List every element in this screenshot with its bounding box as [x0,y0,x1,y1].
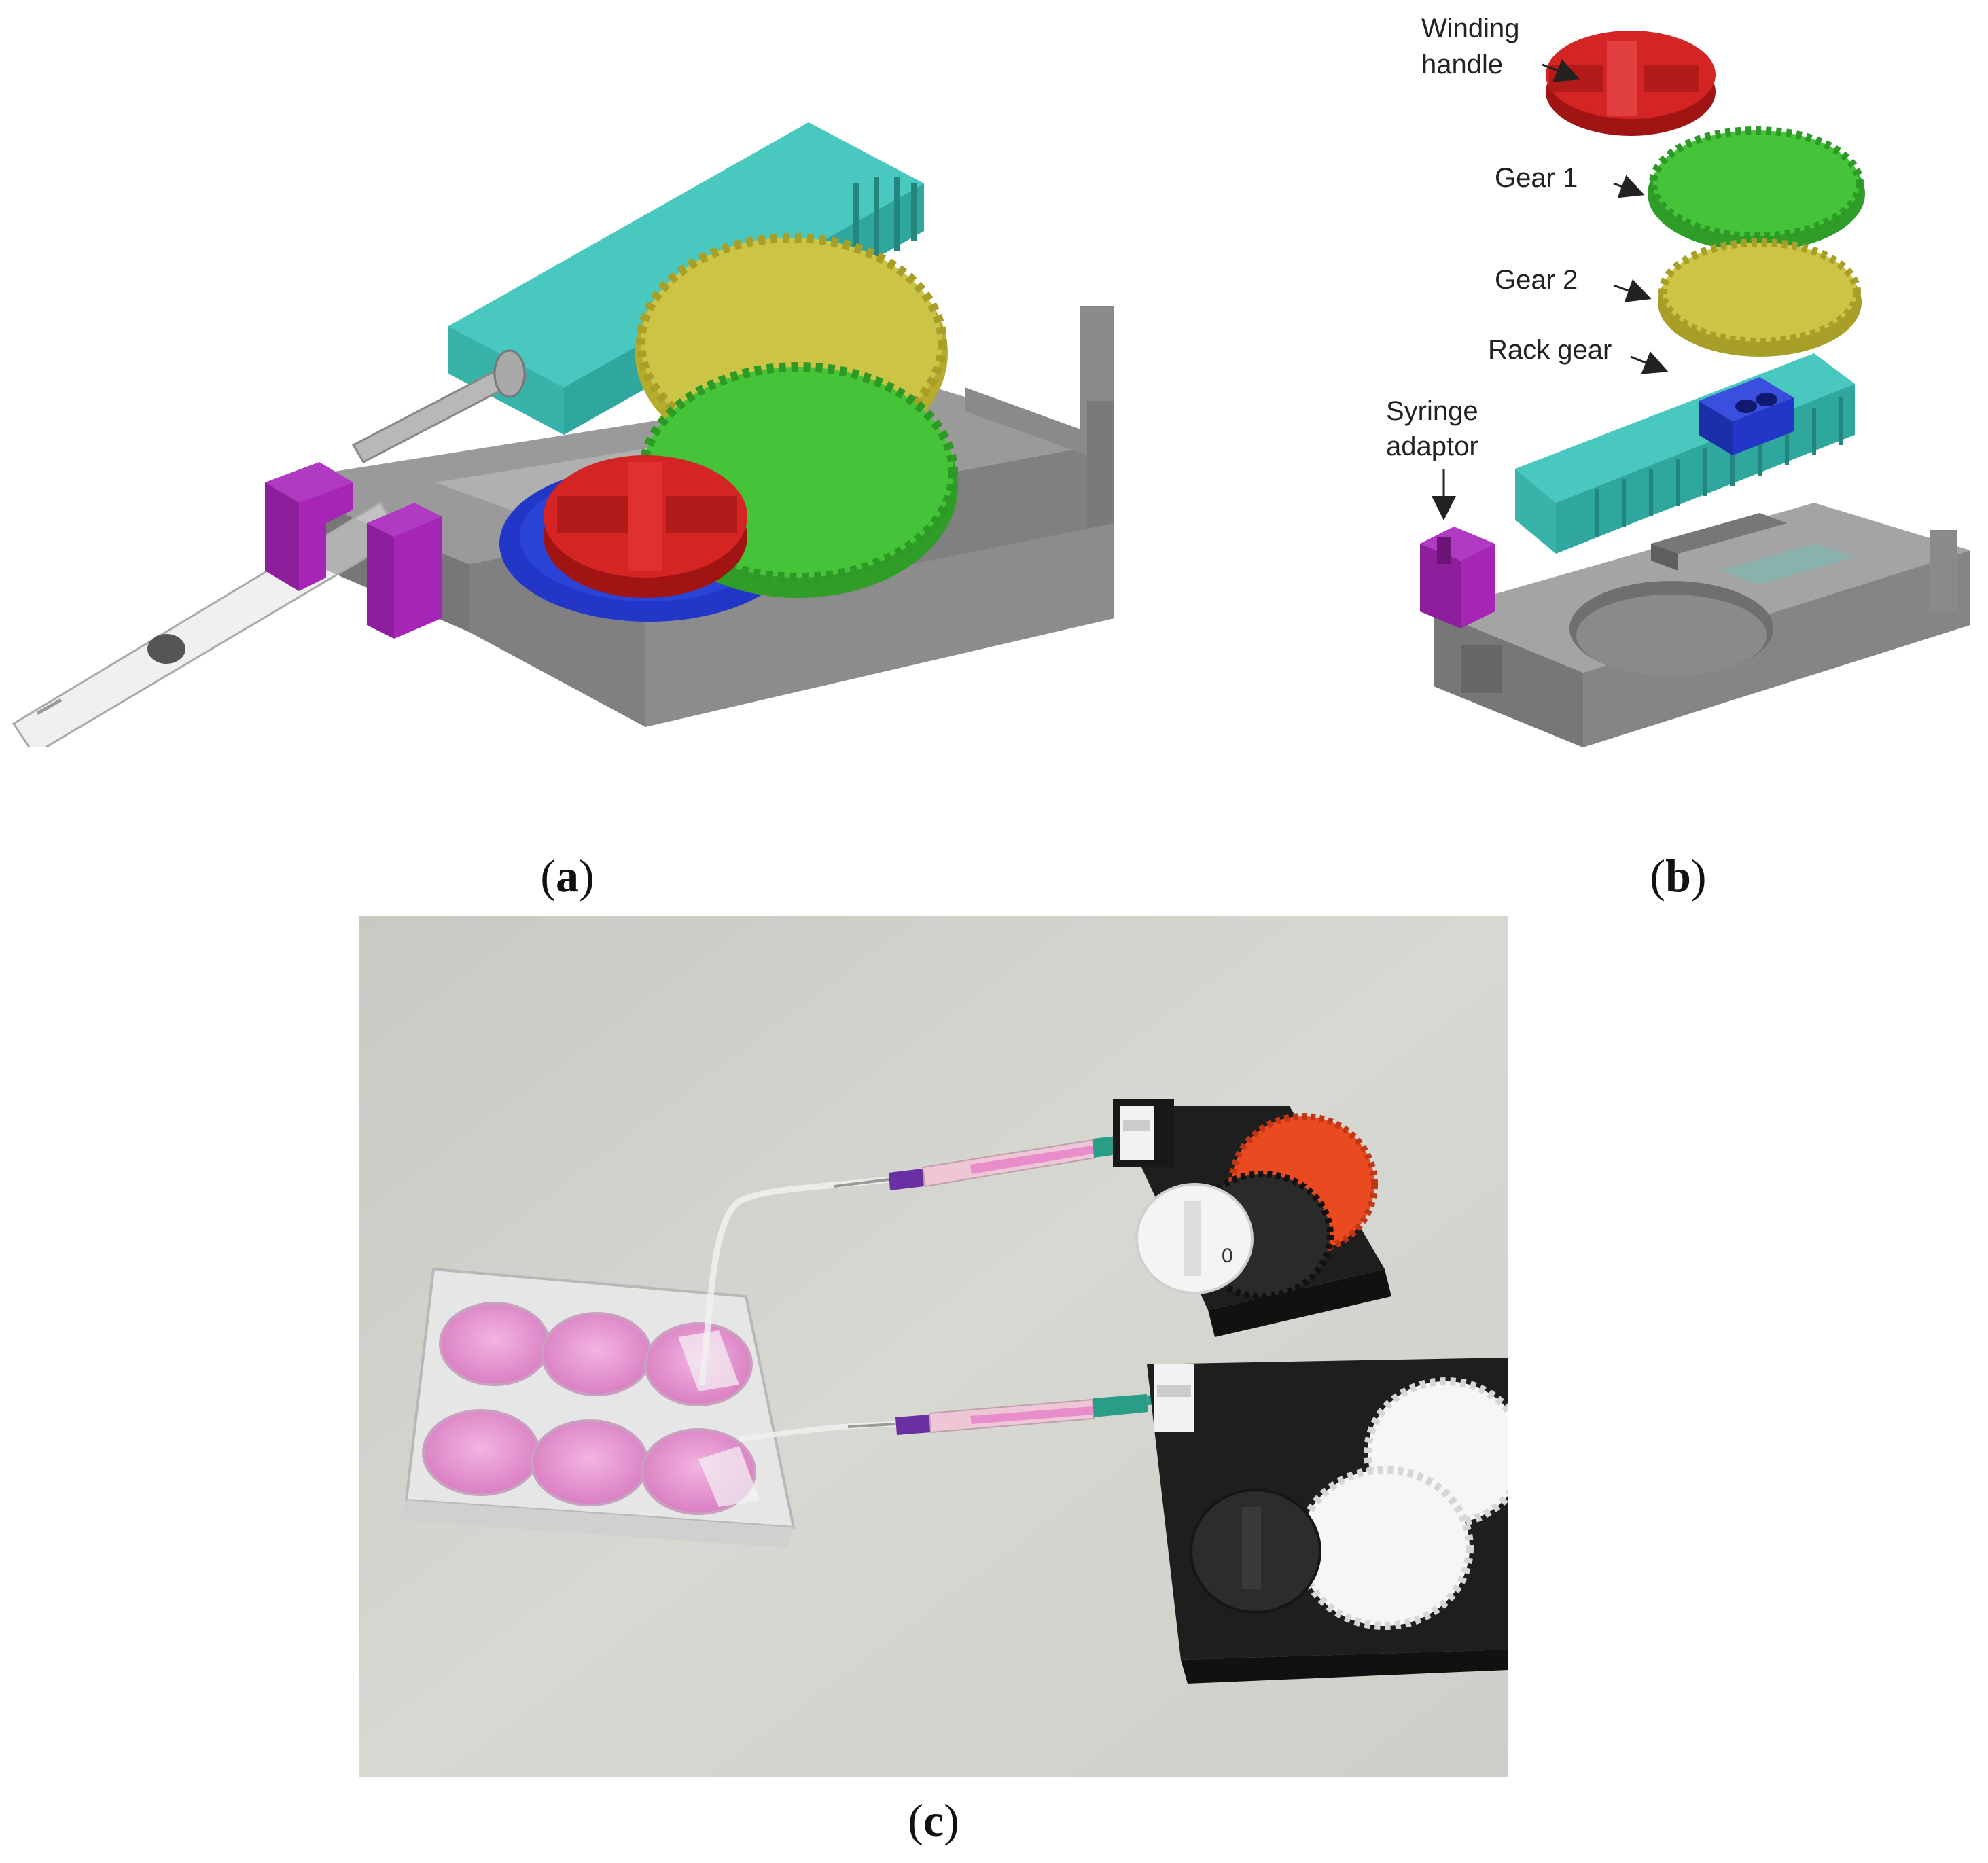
label-winding-handle-line2: handle [1421,50,1503,79]
arrow-gear-2 [1613,279,1652,302]
base-right-wall [965,387,1114,523]
exploded-gear-2 [1658,238,1862,357]
label-gear-1: Gear 1 [1495,163,1578,193]
adaptor-white [1120,1106,1154,1160]
plunger-rod [351,359,529,463]
label-winding-handle-line1: Winding [1421,14,1520,43]
caption-a: (a) [540,850,594,902]
label-gear-2: Gear 2 [1495,265,1578,295]
syringe-stopper [147,634,185,664]
panel-b-cad-exploded: Winding handle Gear 1 Gear 2 Rack gear S… [1379,0,1988,836]
panel-a-cad-assembled [0,102,1155,747]
well [531,1419,649,1506]
exploded-winding-handle [1546,31,1716,136]
six-well-plate [400,1267,796,1548]
gear-white-lower [1296,1466,1474,1630]
rack-gear-top [448,122,924,387]
exploded-gear-1 [1648,126,1865,251]
well [422,1409,540,1496]
rod-collar [493,349,526,398]
label-rack-gear: Rack gear [1488,335,1612,365]
arrow-winding-handle [1542,59,1580,82]
arrow-gear-1 [1613,175,1645,198]
caption-c: (c) [908,1794,959,1846]
exploded-rack-gear [1515,353,1855,554]
caption-b: (b) [1650,850,1707,902]
well [541,1312,652,1396]
syringe-adaptor [265,462,442,639]
syringe-barrel [12,501,403,747]
adaptor-white [1154,1364,1194,1432]
pump-device-bottom [1147,1358,1508,1684]
winding-handle [544,455,747,598]
exploded-base [1434,503,1970,747]
syringe-tip [36,698,63,715]
well [439,1302,550,1386]
handle-marking: 0 [1222,1245,1233,1267]
tubing-top [698,1176,889,1385]
exploded-syringe-adaptor [1420,527,1495,628]
label-syringe-adaptor-line1: Syringe [1386,396,1478,426]
label-syringe-adaptor-line2: adaptor [1386,431,1478,461]
pump-device-top: 0 [1113,1099,1391,1337]
panel-c-photo: 0 [359,916,1508,1777]
arrow-rack-gear [1630,351,1669,374]
base-front-ledge [645,523,1114,727]
